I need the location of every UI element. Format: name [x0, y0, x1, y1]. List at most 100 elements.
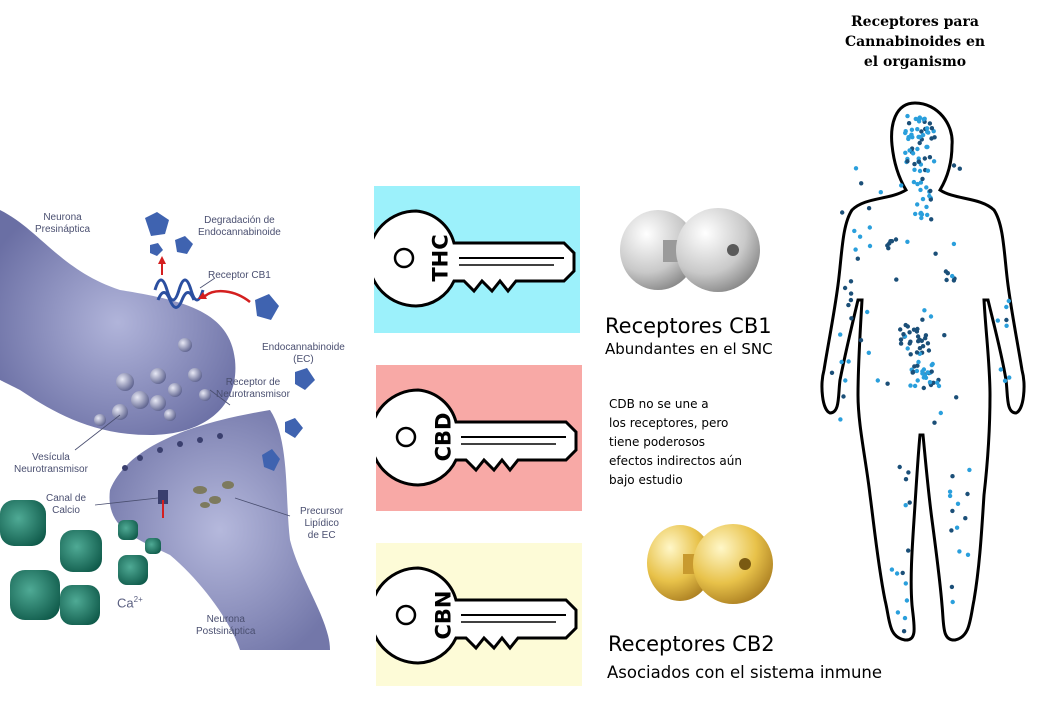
receptor-dot: [911, 369, 916, 374]
receptor-dot: [919, 215, 924, 221]
receptor-dot: [963, 516, 968, 521]
receptor-dot: [927, 380, 933, 385]
receptor-dot: [889, 239, 895, 244]
receptor-dot: [907, 330, 912, 335]
receptor-dot: [911, 179, 917, 185]
calcium-charge: 2+: [133, 595, 143, 604]
receptor-dot: [920, 371, 925, 376]
receptor-dot: [914, 350, 920, 355]
receptor-dot: [967, 467, 972, 473]
receptor-dot: [1007, 375, 1012, 380]
receptor-dot: [929, 136, 934, 141]
receptor-dot: [902, 615, 908, 621]
receptor-dot: [907, 148, 912, 153]
gold-doorknob-icon: [647, 524, 773, 604]
key-card-cbd: CBD: [376, 365, 582, 511]
receptor-dot: [938, 410, 943, 416]
receptor-dot: [899, 183, 904, 188]
receptor-dot: [1002, 378, 1008, 383]
receptor-dot: [898, 327, 903, 332]
receptor-dot: [916, 359, 921, 365]
receptor-dot: [898, 341, 904, 346]
receptor-dot: [829, 370, 835, 375]
key-label-thc: THC: [428, 234, 453, 282]
receptor-dot: [849, 316, 854, 321]
receptor-dot: [950, 474, 955, 479]
label-lipid-precursor: Precursor Lipídico de EC: [300, 506, 344, 541]
receptor-dot: [920, 132, 926, 138]
receptor-dot: [925, 341, 931, 346]
receptor-dot: [924, 185, 929, 190]
key-label-cbn: CBN: [431, 590, 456, 640]
receptor-dot: [921, 367, 927, 372]
receptor-dot: [927, 121, 933, 126]
receptor-dot: [903, 477, 909, 482]
receptor-dot: [1004, 317, 1009, 323]
receptor-dot: [1004, 304, 1009, 310]
receptor-dot: [950, 508, 955, 514]
receptor-dot: [929, 126, 935, 131]
receptor-dot: [905, 239, 910, 244]
receptor-dot: [867, 243, 873, 249]
receptor-dot: [909, 127, 915, 132]
receptor-dot: [926, 348, 932, 353]
receptor-dot: [995, 318, 1000, 323]
receptor-dot: [942, 333, 947, 338]
label-calcium-channel: Canal de Calcio: [46, 493, 87, 516]
receptor-dot: [907, 500, 912, 505]
receptor-dot: [923, 333, 929, 338]
receptor-dot: [905, 113, 910, 119]
label-postsynaptic-neuron: Neurona Postsináptica: [196, 614, 256, 637]
receptor-dot: [921, 385, 926, 391]
receptor-dot: [867, 225, 872, 230]
receptor-dot: [855, 256, 860, 261]
receptor-dot: [913, 211, 918, 217]
body-map-title: Receptores para Cannabinoides en el orga…: [844, 14, 986, 70]
receptor-dot: [944, 277, 949, 283]
cb1-receptors-subtitle: Abundantes en el SNC: [605, 340, 773, 358]
receptor-dot: [913, 116, 918, 122]
receptor-dot: [945, 271, 950, 276]
receptor-dot: [929, 217, 934, 222]
receptor-dot: [889, 567, 895, 572]
receptor-dot: [949, 584, 955, 590]
receptor-dot: [1004, 323, 1009, 328]
receptor-dot: [838, 332, 843, 337]
receptor-dot: [857, 234, 863, 239]
receptor-dot: [965, 552, 971, 557]
key-icon: [376, 388, 578, 487]
receptor-dot: [920, 344, 926, 349]
receptor-dot: [865, 309, 870, 315]
receptor-dot: [903, 130, 908, 136]
human-body-receptor-map: [820, 101, 1026, 642]
label-cb1-receptor: Receptor CB1: [208, 270, 271, 281]
receptor-dot: [917, 346, 923, 351]
receptor-dot: [915, 202, 920, 207]
receptor-dot: [853, 247, 858, 252]
cb1-receptors-title: Receptores CB1: [605, 314, 772, 338]
receptor-dot: [918, 180, 924, 185]
receptor-dot: [908, 383, 913, 388]
receptor-dot: [915, 127, 920, 132]
receptor-dot: [906, 136, 911, 142]
receptor-dot: [951, 241, 957, 247]
receptor-dot: [906, 470, 911, 475]
cb2-receptors-title: Receptores CB2: [608, 632, 775, 656]
receptor-dot: [917, 168, 923, 174]
receptor-dot: [921, 117, 926, 122]
receptor-dot: [846, 302, 851, 308]
receptor-dot: [853, 166, 859, 171]
receptor-dot: [875, 378, 880, 383]
receptor-dot: [920, 196, 926, 202]
receptor-dot: [1006, 298, 1011, 304]
key-icon: [374, 209, 576, 308]
receptor-dot: [924, 144, 929, 150]
receptor-dot: [924, 204, 929, 210]
receptor-dot: [957, 549, 962, 554]
receptor-dot: [894, 571, 900, 576]
receptor-dot: [951, 163, 957, 168]
receptor-dot: [947, 489, 953, 494]
receptor-dot: [912, 161, 917, 167]
receptor-dot: [909, 132, 914, 137]
receptor-dot: [928, 188, 933, 194]
